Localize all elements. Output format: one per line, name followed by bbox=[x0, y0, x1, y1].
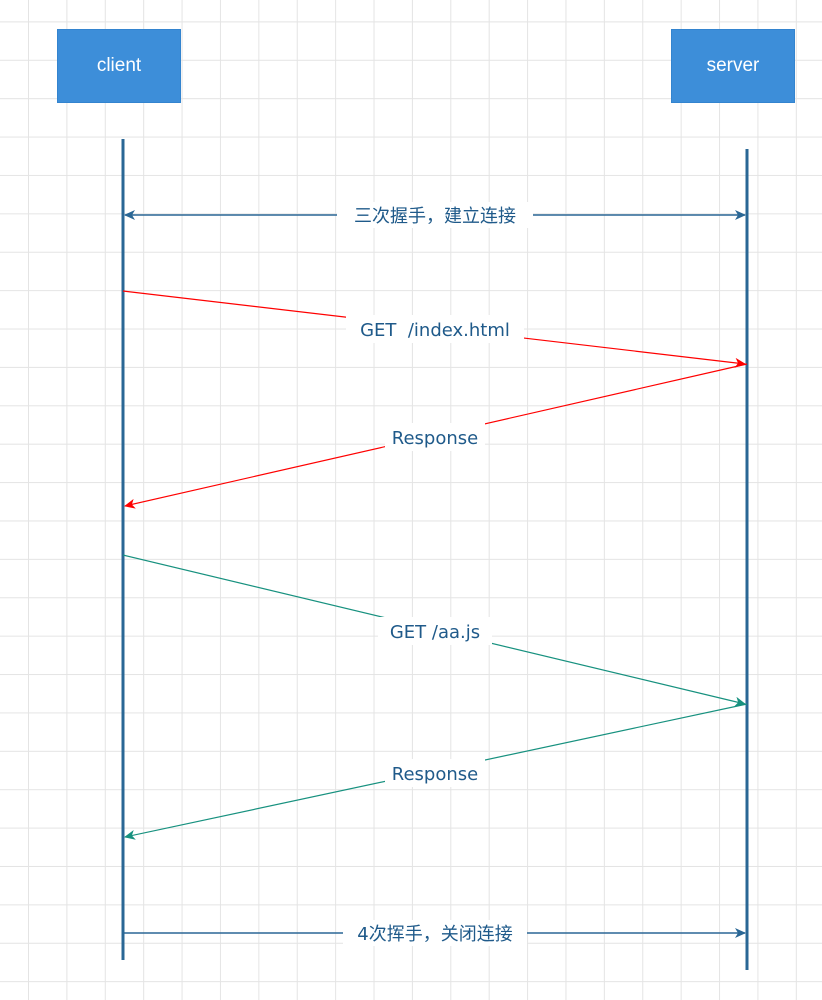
client-actor-label: client bbox=[96, 55, 142, 76]
get-index-label: GET /index.html bbox=[360, 320, 510, 341]
client-actor-box[interactable]: client bbox=[57, 29, 181, 103]
server-actor-box[interactable]: server bbox=[671, 29, 795, 103]
handshake-label: 三次握手，建立连接 bbox=[354, 206, 516, 227]
close-connection-label-bg bbox=[343, 920, 527, 946]
response-1-label-bg bbox=[385, 423, 485, 451]
get-aajs-label: GET /aa.js bbox=[390, 622, 480, 643]
server-actor-label: server bbox=[706, 55, 760, 76]
handshake-label-bg bbox=[337, 202, 533, 228]
close-connection-label: 4次挥手，关闭连接 bbox=[357, 924, 512, 945]
response-2-label: Response bbox=[392, 764, 478, 785]
response-1-label: Response bbox=[392, 428, 478, 449]
get-aajs-label-bg bbox=[378, 617, 492, 645]
response-2-label-bg bbox=[385, 759, 485, 787]
get-index-label-bg bbox=[346, 315, 524, 343]
